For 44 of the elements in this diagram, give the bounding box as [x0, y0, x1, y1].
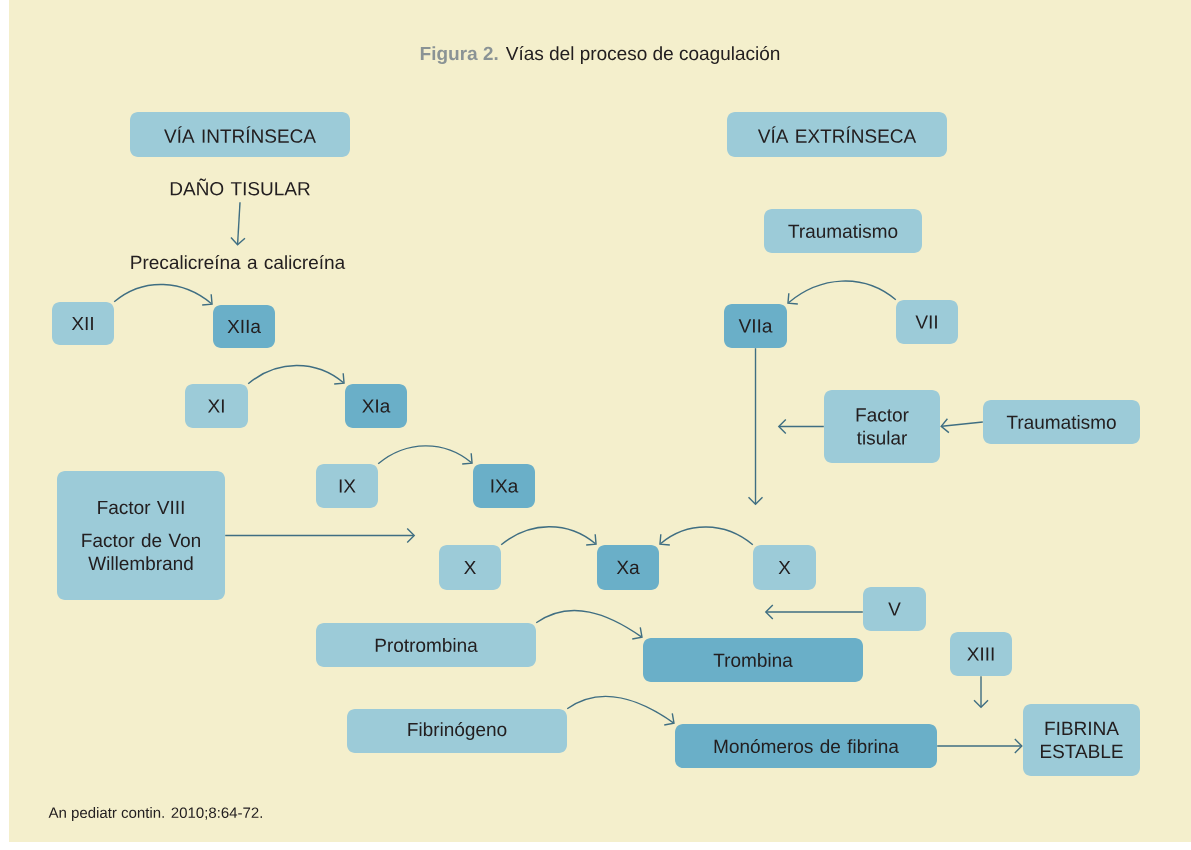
arrow [747, 347, 764, 506]
factor-box: XIII [950, 632, 1012, 676]
factor-box: XIIa [213, 305, 275, 348]
source-note: An pediatr contin. 2010;8:64-72. [48, 807, 262, 821]
factor-box: VÍA INTRÍNSECA [130, 112, 350, 157]
arrow [659, 526, 754, 546]
arrow [566, 695, 675, 726]
arrow [777, 418, 825, 435]
factor-box: IXa [473, 464, 535, 508]
arrow [230, 201, 246, 246]
arrow [973, 675, 989, 709]
factor-box: VIIa [724, 304, 787, 348]
factor-box: X [753, 545, 816, 590]
arrow [247, 364, 345, 385]
arrow [224, 527, 416, 544]
factor-box: XI [185, 384, 248, 428]
arrow [113, 283, 213, 306]
factor-box: V [863, 587, 926, 631]
arrow [936, 738, 1023, 754]
text-label: Precalicreína a calicreína [131, 254, 346, 270]
arrow [940, 418, 984, 434]
factor-box: XII [52, 302, 114, 345]
factor-box: Xa [597, 545, 659, 590]
arrow [764, 604, 864, 620]
factor-box: XIa [345, 384, 407, 428]
factor-box: Traumatismo [764, 209, 922, 253]
factor-box: Protrombina [316, 623, 536, 667]
factor-box: Traumatismo [983, 400, 1140, 444]
factor-box: Monómeros de fibrina [675, 724, 937, 768]
factor-box: VÍA EXTRÍNSECA [727, 112, 947, 157]
factor-box: Factor VIII Factor de Von Willembrand [57, 471, 225, 600]
factor-box: X [439, 545, 501, 590]
arrow [535, 609, 643, 640]
factor-box: IX [316, 464, 378, 508]
text-label: DAÑO TISULAR [170, 178, 310, 196]
factor-box: Factor tisular [824, 390, 940, 463]
arrow [500, 526, 597, 546]
arrow [377, 445, 473, 465]
title: Figura 2. Vías del proceso de coagulación [420, 46, 780, 64]
factor-box: Fibrinógeno [347, 709, 567, 753]
arrow [787, 280, 897, 305]
factor-box: VII [896, 300, 958, 344]
factor-box: Trombina [643, 638, 863, 682]
factor-box: FIBRINA ESTABLE [1023, 704, 1140, 776]
